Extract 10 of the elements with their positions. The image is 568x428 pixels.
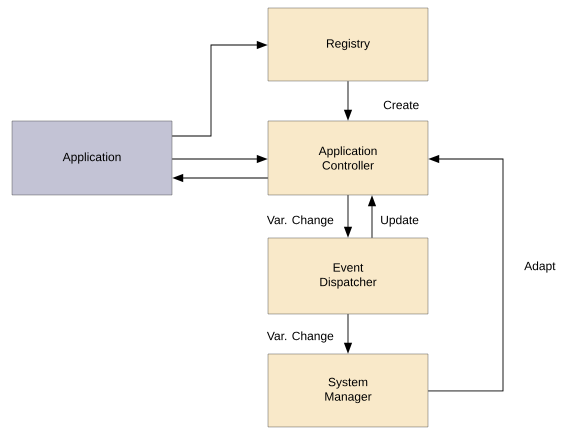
process-box: Application (12, 120, 172, 196)
edge-label: Var. Change (266, 330, 335, 344)
edge-label: Create (382, 100, 420, 110)
process-box: Event Dispatcher (268, 238, 428, 314)
edge-label: Adapt (523, 260, 557, 274)
process-box: System Manager (268, 354, 428, 428)
process-box: Registry (268, 8, 428, 82)
edge-label: Update (379, 214, 420, 228)
edge-label: Var. Change (266, 214, 335, 228)
process-box: Application Controller (268, 120, 428, 196)
